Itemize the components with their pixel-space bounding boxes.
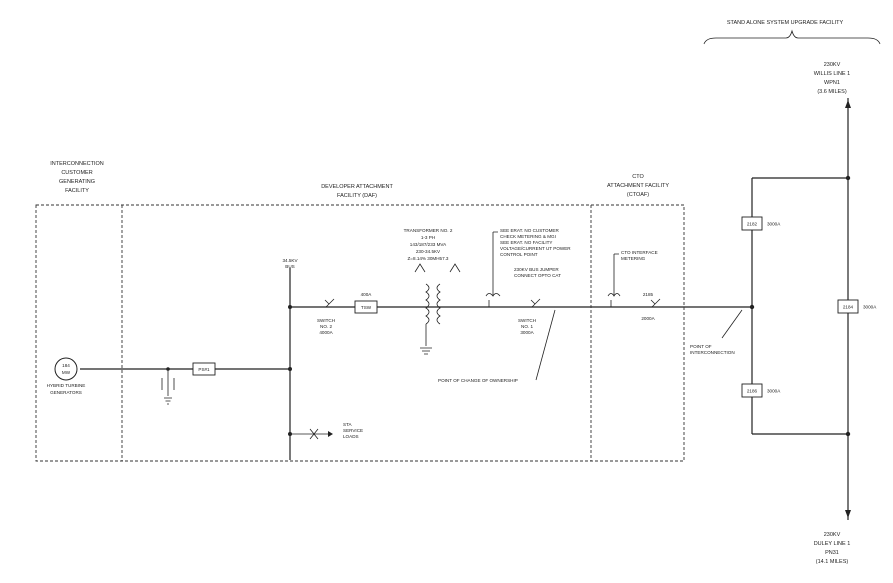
- transformer-no2: TRANSFORMER NO. 2 1-3 PH 143/187/233 MVA…: [404, 228, 461, 355]
- svg-text:SEE ERAT. NO CUSTOMER: SEE ERAT. NO CUSTOMER: [500, 228, 559, 233]
- svg-text:MW: MW: [62, 370, 71, 375]
- svg-text:4000A: 4000A: [319, 330, 333, 335]
- cto-interface-metering: CTO INTERFACE METERING: [607, 250, 658, 307]
- svg-text:PS#1: PS#1: [198, 367, 210, 372]
- svg-text:(3.6 MILES): (3.6 MILES): [817, 89, 847, 95]
- switch-no1: SWITCH NO. 1 3000A: [518, 298, 541, 335]
- svg-text:(14.1 MILES): (14.1 MILES): [816, 559, 849, 565]
- svg-text:CONTROL POINT: CONTROL POINT: [500, 252, 538, 257]
- switch-2185: 2185 2000A: [641, 292, 661, 321]
- svg-text:34.5KV: 34.5KV: [282, 258, 298, 263]
- svg-text:1-3 PH: 1-3 PH: [421, 235, 435, 240]
- facility-boundary: [35, 204, 685, 462]
- svg-text:TSW: TSW: [361, 305, 372, 310]
- transformer-secondary-coil: [436, 283, 441, 325]
- breaker-ps1: PS#1: [192, 362, 216, 376]
- svg-text:2184: 2184: [843, 305, 854, 310]
- bus-jumper-note: 230KV BUS JUMPER CONNECT OPTO CAT: [514, 267, 561, 278]
- svg-text:GENERATING: GENERATING: [59, 179, 95, 185]
- svg-text:CONNECT OPTO CAT: CONNECT OPTO CAT: [514, 273, 561, 278]
- svg-text:SWITCH: SWITCH: [317, 318, 335, 323]
- svg-text:POINT OF: POINT OF: [690, 344, 712, 349]
- svg-text:FACILITY (DAF): FACILITY (DAF): [337, 193, 377, 199]
- svg-text:METERING: METERING: [621, 256, 646, 261]
- north-line-label: 230KV WILLIS LINE 1 WPN1 (3.6 MILES): [814, 62, 850, 95]
- svg-text:2000A: 2000A: [641, 316, 655, 321]
- svg-text:3000A: 3000A: [863, 305, 877, 310]
- svg-text:3000A: 3000A: [767, 222, 781, 227]
- change-of-ownership-note: POINT OF CHANGE OF OWNERSHIP: [438, 309, 556, 383]
- transformer-ground-icon: [420, 347, 432, 355]
- breaker-2182: 2182 3000A: [741, 216, 781, 231]
- svg-text:INTERCONNECTION: INTERCONNECTION: [50, 161, 104, 167]
- ctoaf-title: CTO ATTACHMENT FACILITY (CTOAF): [607, 174, 669, 198]
- svg-text:NO. 1: NO. 1: [521, 324, 533, 329]
- svg-text:CTO: CTO: [632, 174, 644, 180]
- south-arrow: [845, 510, 851, 518]
- svg-text:(CTOAF): (CTOAF): [627, 192, 649, 198]
- svg-text:2186: 2186: [747, 389, 758, 394]
- svg-text:ATTACHMENT FACILITY: ATTACHMENT FACILITY: [607, 183, 669, 189]
- daf-title: DEVELOPER ATTACHMENT FACILITY (DAF): [321, 184, 393, 199]
- svg-text:NO. 2: NO. 2: [320, 324, 332, 329]
- station-service-loads: STA SERVICE LOADS: [290, 422, 363, 440]
- north-arrow: [845, 100, 851, 108]
- svg-text:230KV BUS JUMPER: 230KV BUS JUMPER: [514, 267, 559, 272]
- bus-34kv-label: 34.5KV BUS: [282, 258, 298, 269]
- svg-text:2182: 2182: [747, 222, 758, 227]
- svg-text:DEVELOPER ATTACHMENT: DEVELOPER ATTACHMENT: [321, 184, 393, 190]
- svg-text:PN31: PN31: [825, 550, 839, 556]
- svg-text:CUSTOMER: CUSTOMER: [61, 170, 92, 176]
- metering-note: SEE ERAT. NO CUSTOMER CHECK METERING & M…: [485, 228, 571, 307]
- svg-text:HYBRID TURBINE: HYBRID TURBINE: [47, 383, 86, 388]
- ct-box: 400A TSW: [354, 292, 378, 314]
- upgrade-facility-header: STAND ALONE SYSTEM UPGRADE FACILITY: [703, 20, 881, 45]
- generator-symbol: 184 MW HYBRID TURBINE GENERATORS: [47, 357, 86, 395]
- svg-text:VOLTAGE/CURRENT UT POWER: VOLTAGE/CURRENT UT POWER: [500, 246, 571, 251]
- svg-text:400A: 400A: [361, 292, 373, 297]
- upgrade-facility-label: STAND ALONE SYSTEM UPGRADE FACILITY: [727, 20, 844, 26]
- svg-text:SWITCH: SWITCH: [518, 318, 536, 323]
- svg-text:LOADS: LOADS: [343, 434, 359, 439]
- south-line-label: 230KV DULEY LINE 1 PN31 (14.1 MILES): [814, 532, 851, 565]
- svg-text:DULEY LINE 1: DULEY LINE 1: [814, 541, 851, 547]
- svg-text:3000A: 3000A: [767, 389, 781, 394]
- capacitor-symbol: [161, 378, 175, 390]
- svg-text:230KV: 230KV: [824, 532, 841, 538]
- svg-text:230-34.5KV: 230-34.5KV: [416, 249, 441, 254]
- svg-text:POINT OF CHANGE OF OWNERSHIP: POINT OF CHANGE OF OWNERSHIP: [438, 378, 518, 383]
- svg-text:BUS: BUS: [285, 264, 294, 269]
- svg-text:230KV: 230KV: [824, 62, 841, 68]
- switch-no2: SWITCH NO. 2 4000A: [317, 298, 335, 335]
- svg-text:STA: STA: [343, 422, 353, 427]
- ground-icon: [164, 397, 172, 405]
- transformer-primary-coil: [425, 283, 430, 325]
- svg-text:FACILITY: FACILITY: [65, 188, 89, 194]
- svg-text:3000A: 3000A: [520, 330, 534, 335]
- breaker-2184: 2184 3000A: [837, 299, 877, 314]
- svg-text:Z=8.14% 30MH57.3: Z=8.14% 30MH57.3: [408, 256, 449, 261]
- svg-text:INTERCONNECTION: INTERCONNECTION: [690, 350, 735, 355]
- customer-facility-title: INTERCONNECTION CUSTOMER GENERATING FACI…: [50, 161, 104, 194]
- svg-text:2185: 2185: [643, 292, 654, 297]
- svg-text:WILLIS LINE 1: WILLIS LINE 1: [814, 71, 850, 77]
- upgrade-facility-brace: [703, 29, 881, 45]
- svg-text:SEE ERAT. NO FACILITY: SEE ERAT. NO FACILITY: [500, 240, 553, 245]
- point-of-interconnection: POINT OF INTERCONNECTION: [690, 309, 743, 355]
- svg-text:TRANSFORMER NO. 2: TRANSFORMER NO. 2: [404, 228, 453, 233]
- svg-text:CHECK METERING & MGI: CHECK METERING & MGI: [500, 234, 556, 239]
- svg-text:184: 184: [62, 363, 70, 368]
- svg-text:WPN1: WPN1: [824, 80, 840, 86]
- svg-text:CTO INTERFACE: CTO INTERFACE: [621, 250, 658, 255]
- breaker-2186: 2186 3000A: [741, 383, 781, 398]
- svg-text:GENERATORS: GENERATORS: [50, 390, 82, 395]
- svg-text:143/187/233 MVA: 143/187/233 MVA: [410, 242, 447, 247]
- svg-text:SERVICE: SERVICE: [343, 428, 363, 433]
